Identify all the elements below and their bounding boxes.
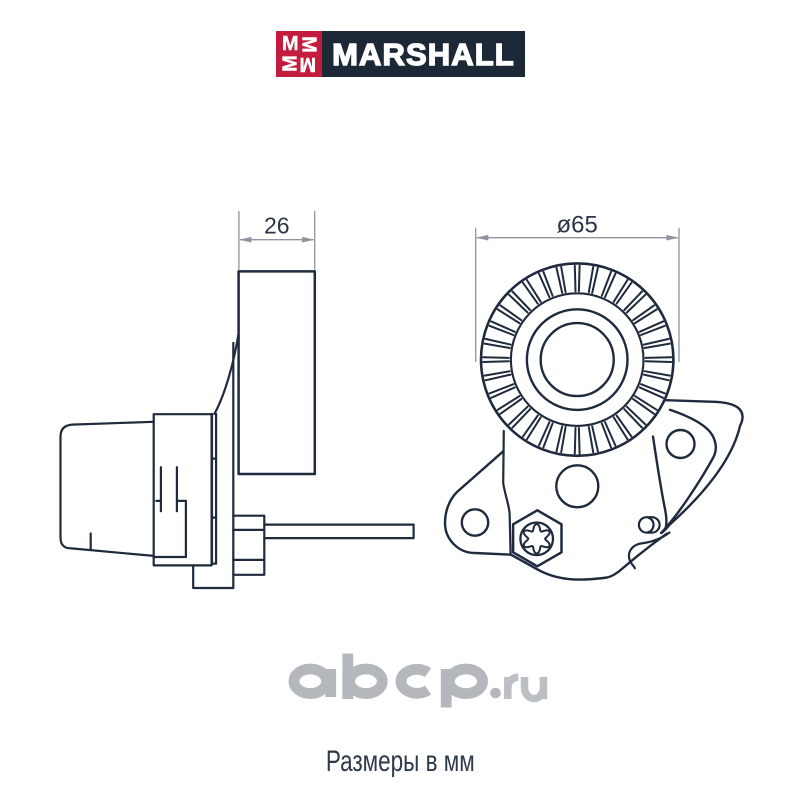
svg-text:ø65: ø65 [557, 212, 598, 239]
svg-text:26: 26 [264, 213, 290, 239]
